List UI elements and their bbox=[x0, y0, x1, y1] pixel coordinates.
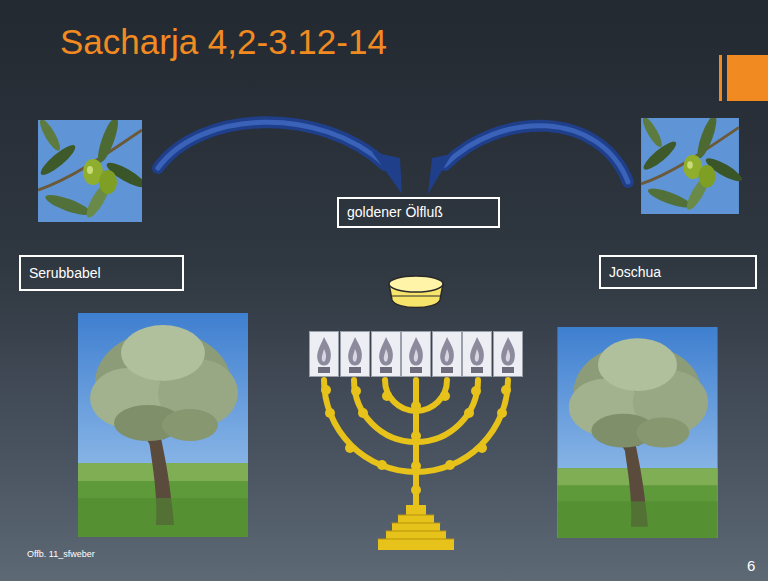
olive-tree-photo bbox=[557, 327, 717, 538]
box-label: Joschua bbox=[609, 264, 661, 281]
olive-branch-photo bbox=[37, 115, 148, 222]
olive-branch-photo bbox=[640, 114, 745, 214]
oil-bowl bbox=[389, 276, 443, 308]
lamp-flames bbox=[310, 332, 523, 377]
corner-decoration bbox=[719, 55, 768, 101]
text-box: goldener Ölfluß bbox=[337, 197, 500, 228]
curved-arrow bbox=[428, 126, 628, 194]
text-box: Joschua bbox=[599, 255, 757, 289]
curved-arrow bbox=[158, 122, 402, 194]
text-box: Serubbabel bbox=[19, 255, 184, 291]
box-label: Serubbabel bbox=[29, 265, 101, 282]
menorah bbox=[321, 380, 511, 550]
footer-note: Offb. 11_sfweber bbox=[27, 549, 95, 559]
box-label: goldener Ölfluß bbox=[347, 204, 443, 221]
olive-tree-photo bbox=[78, 313, 248, 537]
slide-title: Sacharja 4,2-3.12-14 bbox=[60, 22, 387, 62]
page-number: 6 bbox=[747, 557, 755, 574]
